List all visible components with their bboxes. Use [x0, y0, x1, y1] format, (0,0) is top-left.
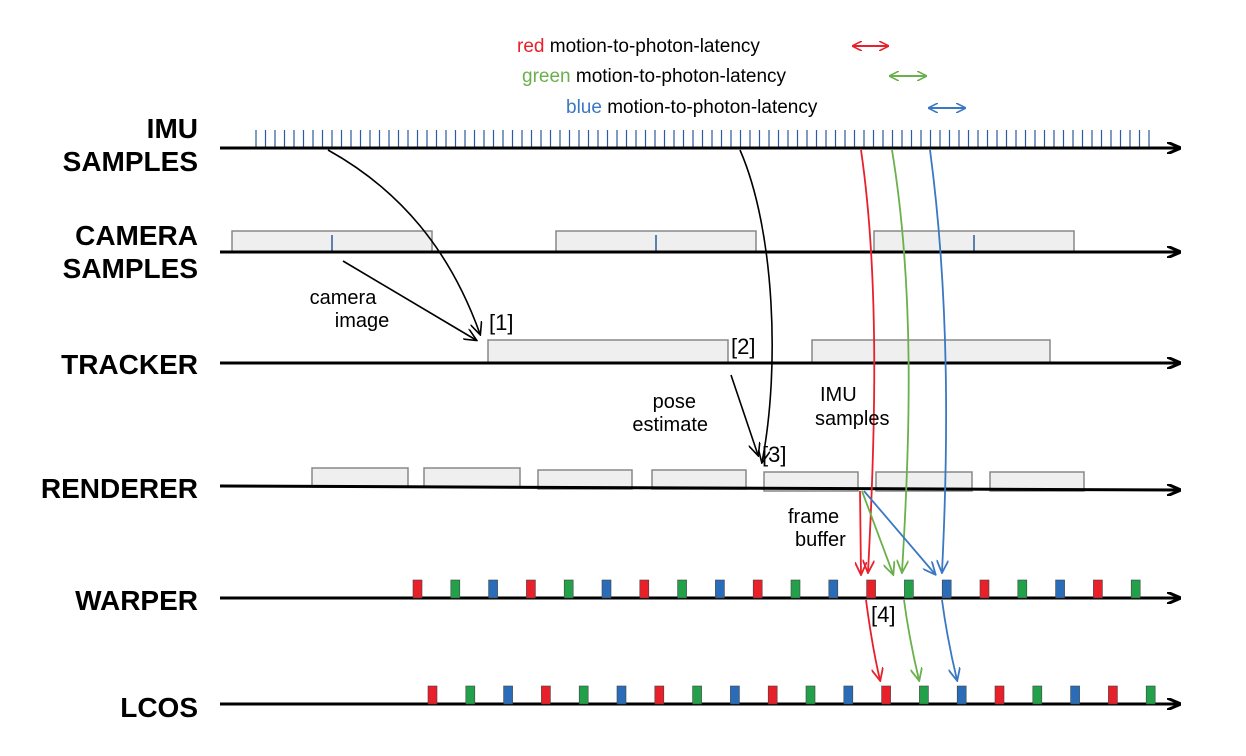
- red-pulse: [881, 685, 891, 705]
- lane-label-tracker: TRACKER: [61, 349, 198, 380]
- renderer-frame-block: [311, 467, 409, 488]
- blue-pulse: [601, 579, 612, 599]
- renderer-frame-block: [875, 471, 973, 492]
- red-pulse: [639, 579, 650, 599]
- green-pulse: [450, 579, 461, 599]
- legend: red motion-to-photon-latency green motio…: [517, 36, 965, 118]
- lane-label-warper: WARPER: [75, 585, 198, 616]
- blue-pulse: [956, 685, 967, 705]
- green-pulse: [578, 685, 589, 705]
- red-pulse: [541, 685, 551, 705]
- red-pulse: [654, 685, 665, 705]
- frame-buffer-label-1: frame: [788, 506, 839, 528]
- marker-4: [4]: [871, 602, 895, 627]
- lane-label-imu-1: IMU: [147, 113, 198, 144]
- red-framebuffer-arrow: [860, 490, 861, 574]
- legend-blue-text: blue motion-to-photon-latency: [566, 97, 818, 118]
- blue-pulse: [1070, 685, 1080, 705]
- red-pulse: [526, 579, 536, 599]
- green-pulse: [1017, 579, 1028, 599]
- renderer-blocks: [311, 467, 1085, 492]
- blue-pulse: [503, 685, 513, 705]
- green-pulse: [790, 579, 801, 599]
- imu-samples-label-1: IMU: [820, 384, 857, 406]
- red-pulse: [412, 579, 423, 599]
- marker-2: [2]: [731, 334, 755, 359]
- flow-arrows: [327, 149, 773, 462]
- green-pulse: [563, 579, 574, 599]
- lane-label-camera-1: CAMERA: [75, 220, 198, 251]
- tracker-block: [811, 339, 1051, 364]
- lane-label-renderer: RENDERER: [41, 473, 198, 504]
- red-pulse: [979, 579, 990, 599]
- tracker-block: [487, 339, 729, 364]
- red-lcos-arrow: [865, 599, 880, 680]
- annotations: camera image [1] [2] pose estimate IMU s…: [310, 287, 896, 627]
- camera-image-label-1: camera: [310, 287, 378, 309]
- red-pulse: [427, 685, 438, 705]
- lane-label-lcos: LCOS: [120, 692, 198, 723]
- imu-samples-label-2: samples: [815, 408, 889, 430]
- frame-buffer-label-2: buffer: [795, 529, 846, 551]
- blue-pulse: [941, 579, 952, 599]
- green-pulse: [1032, 685, 1043, 705]
- blue-pulse: [616, 685, 627, 705]
- lane-label-camera-2: SAMPLES: [63, 253, 198, 284]
- camera-image-arrow: [342, 260, 476, 340]
- renderer-frame-block: [989, 471, 1085, 492]
- green-framebuffer-arrow: [861, 490, 893, 574]
- blue-pulse: [1055, 579, 1065, 599]
- camera-image-label-2: image: [335, 310, 389, 332]
- imu-samples-to-renderer-arrow: [739, 149, 773, 462]
- green-pulse: [1130, 579, 1141, 599]
- blue-pulse: [843, 685, 854, 705]
- green-pulse: [904, 579, 914, 599]
- tracker-blocks: [487, 339, 1051, 364]
- camera-blocks: [231, 230, 1075, 253]
- red-pulse: [1093, 579, 1103, 599]
- green-pulse: [1145, 685, 1156, 705]
- green-pulse: [919, 685, 929, 705]
- pose-estimate-label-2: estimate: [632, 414, 708, 436]
- green-imu-arrow: [891, 149, 910, 572]
- lane-label-imu-2: SAMPLES: [63, 146, 198, 177]
- red-pulse: [866, 579, 876, 599]
- red-pulse: [994, 685, 1005, 705]
- legend-red-text: red motion-to-photon-latency: [517, 36, 760, 57]
- green-lcos-arrow: [903, 599, 919, 680]
- red-pulse: [767, 685, 778, 705]
- blue-imu-arrow: [929, 149, 946, 572]
- green-pulse: [692, 685, 702, 705]
- blue-pulse: [730, 685, 740, 705]
- red-imu-arrow: [860, 149, 876, 572]
- marker-1: [1]: [489, 310, 513, 335]
- renderer-axis: [219, 486, 1180, 490]
- blue-pulse: [488, 579, 498, 599]
- pose-estimate-arrow: [730, 374, 758, 455]
- green-pulse: [465, 685, 476, 705]
- blue-pulse: [715, 579, 725, 599]
- lcos-pulses: [427, 685, 1156, 705]
- red-pulse: [752, 579, 763, 599]
- timeline-axes: [219, 148, 1180, 704]
- imu-to-tracker-arrow: [327, 149, 480, 334]
- red-pulse: [1108, 685, 1118, 705]
- blue-lcos-arrow: [941, 599, 957, 680]
- blue-pulse: [828, 579, 839, 599]
- marker-3: [3]: [762, 442, 786, 467]
- blue-framebuffer-arrow: [863, 490, 935, 574]
- green-pulse: [677, 579, 687, 599]
- green-pulse: [805, 685, 816, 705]
- renderer-frame-block: [423, 467, 521, 488]
- legend-green-text: green motion-to-photon-latency: [522, 66, 787, 87]
- latency-arrows: [860, 149, 957, 680]
- imu-sample-ticks: [255, 130, 1150, 148]
- lane-labels: IMU SAMPLES CAMERA SAMPLES TRACKER RENDE…: [41, 113, 198, 723]
- warper-pulses: [412, 579, 1141, 599]
- renderer-frame-block: [651, 469, 747, 490]
- pose-estimate-label-1: pose: [653, 391, 696, 413]
- renderer-frame-block: [763, 471, 859, 492]
